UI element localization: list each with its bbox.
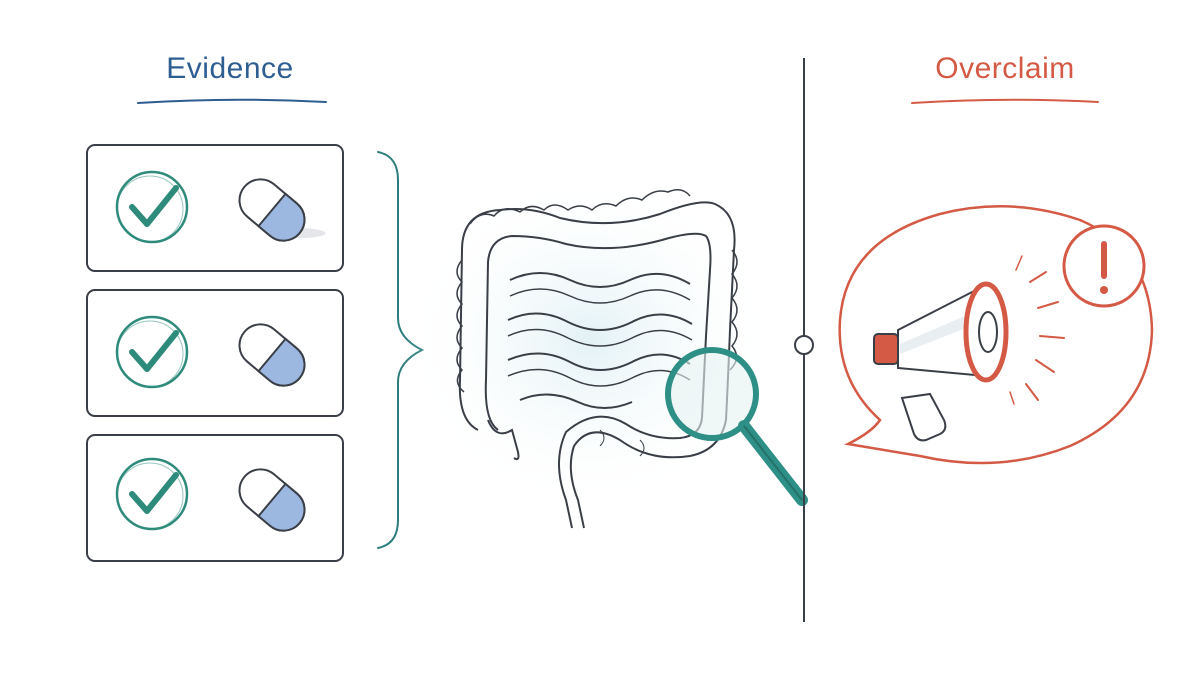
evidence-card-1 bbox=[86, 144, 344, 272]
megaphone-icon bbox=[873, 255, 1065, 442]
evidence-card-3 bbox=[86, 434, 344, 562]
overclaim-underline bbox=[911, 98, 1099, 104]
overclaim-heading: Overclaim bbox=[935, 52, 1075, 85]
check-circle-icon bbox=[115, 457, 189, 531]
check-circle-icon bbox=[115, 315, 189, 389]
divider-node bbox=[794, 335, 814, 355]
evidence-heading: Evidence bbox=[166, 52, 294, 85]
capsule-icon bbox=[238, 468, 306, 532]
exclamation-icon bbox=[1062, 224, 1146, 308]
evidence-underline bbox=[137, 98, 327, 104]
capsule-icon bbox=[238, 178, 326, 242]
check-circle-icon bbox=[115, 170, 189, 244]
magnifying-glass-icon bbox=[665, 347, 808, 506]
evidence-card-2 bbox=[86, 289, 344, 417]
capsule-icon bbox=[238, 323, 306, 387]
